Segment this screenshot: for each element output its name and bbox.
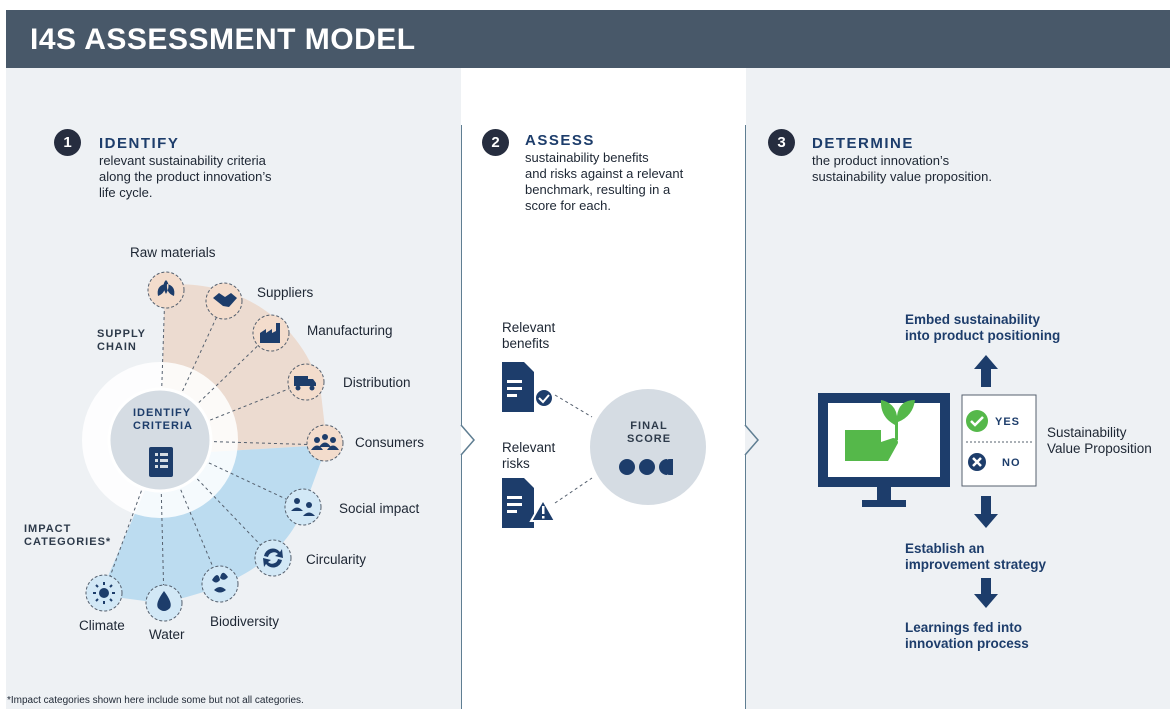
x-icon [968,453,986,471]
document-icon [149,447,173,477]
yes-label: YES [995,416,1021,428]
social-impact-icon [284,488,322,526]
biodiversity-icon [201,565,239,603]
score-dots-icon [619,459,673,475]
step-2-badge: 2 [482,129,509,156]
separator-chevron-2 [744,424,759,456]
social-impact-label: Social impact [339,501,420,516]
consumers-label: Consumers [355,435,425,450]
benefits-connector [554,394,593,418]
separator-chevron-1 [460,424,475,456]
handshake-icon [205,282,243,320]
manufacturing-label: Manufacturing [307,323,393,338]
down-arrow-icon-2 [974,578,998,608]
climate-icon [85,574,123,612]
determine-panel [746,68,1170,709]
truck-icon [287,363,325,401]
down-arrow-icon-1 [974,496,998,528]
plant-hand-icon [845,400,915,461]
header-bar: I4S ASSESSMENT MODEL [6,10,1170,68]
step-1-badge: 1 [54,129,81,156]
step-2-title: ASSESS [525,132,595,149]
up-arrow-icon [974,355,998,387]
water-icon [145,584,183,622]
page-title: I4S ASSESSMENT MODEL [30,23,416,56]
water-label: Water [149,627,185,642]
yes-no-box [961,394,1037,487]
no-label: NO [1002,457,1021,469]
circularity-label: Circularity [306,552,367,567]
distribution-label: Distribution [343,375,411,390]
step-3-title: DETERMINE [812,135,914,152]
footnote: *Impact categories shown here include so… [7,695,304,706]
benefits-document-icon [502,362,554,412]
risks-connector [554,477,593,504]
biodiversity-label: Biodiversity [210,614,280,629]
climate-label: Climate [79,618,125,633]
risks-document-icon [502,478,557,528]
final-score-circle [590,389,706,505]
step-3-badge: 3 [768,129,795,156]
check-icon [966,410,988,432]
factory-icon [252,314,290,352]
separator-2 [745,125,746,709]
separator-1 [461,125,462,709]
raw-materials-label: Raw materials [130,245,216,260]
circularity-icon [254,539,292,577]
identify-criteria-circle [107,387,213,493]
suppliers-label: Suppliers [257,285,314,300]
consumers-icon [306,424,344,462]
step-1-title: IDENTIFY [99,135,180,152]
raw-materials-icon [147,271,185,309]
